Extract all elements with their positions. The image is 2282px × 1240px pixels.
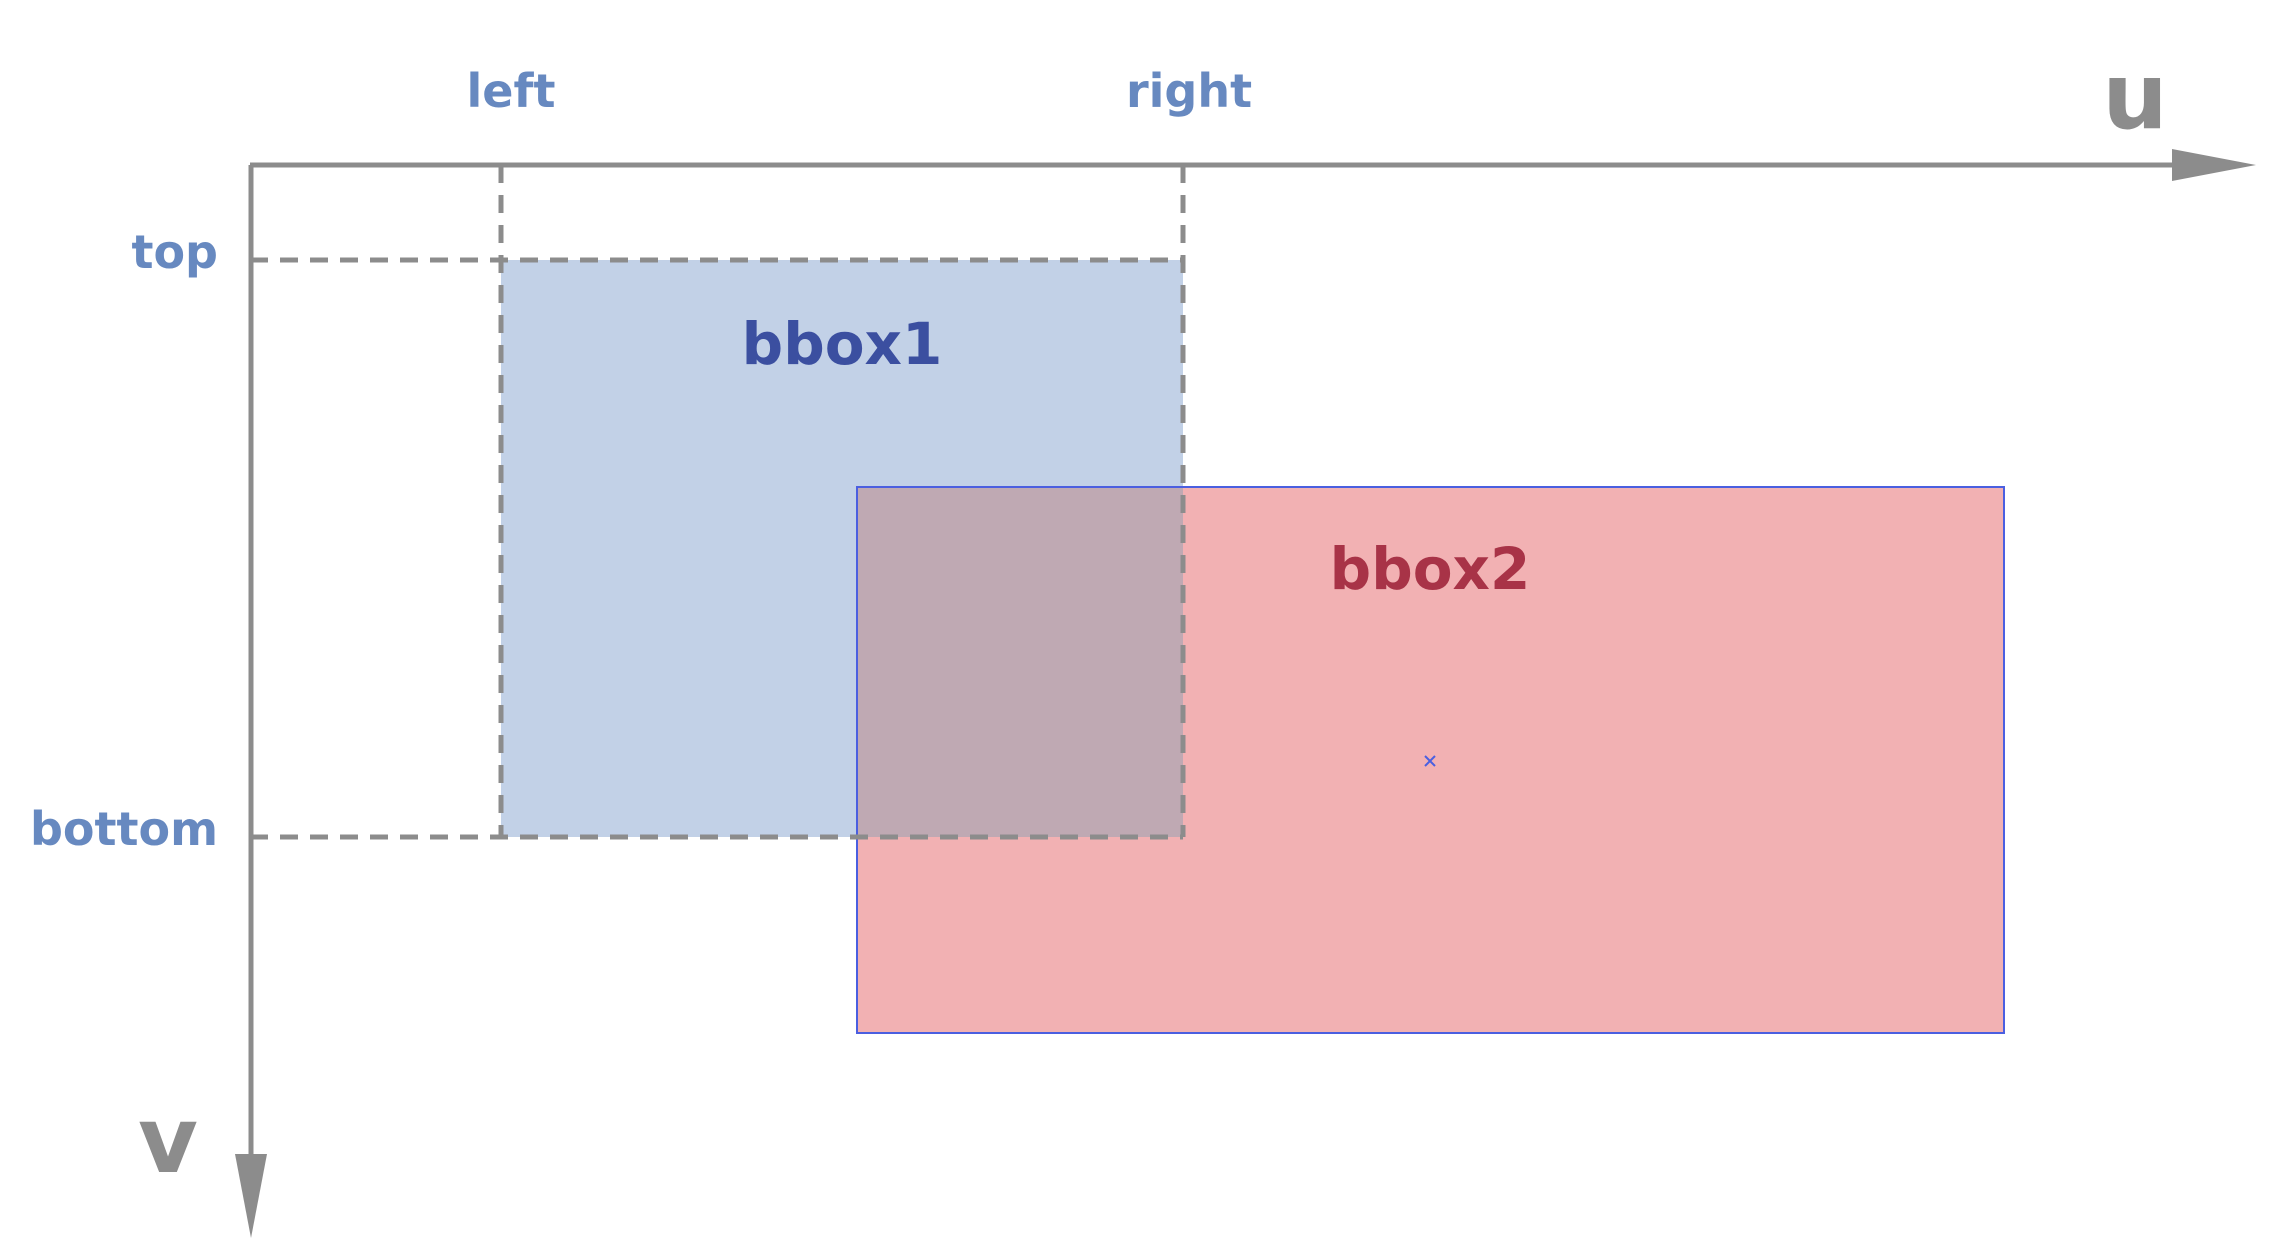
u-axis-arrow-icon <box>2172 149 2256 181</box>
right-label: right <box>1126 64 1252 118</box>
left-label: left <box>467 64 556 118</box>
bottom-label: bottom <box>30 802 218 856</box>
bbox2-label: bbox2 <box>1330 535 1531 603</box>
v-axis-label: v <box>138 1087 198 1194</box>
bbox2-center-icon <box>1424 755 1436 767</box>
u-axis-label: u <box>2102 43 2168 150</box>
bbox1-label: bbox1 <box>742 310 943 378</box>
top-label: top <box>131 225 218 279</box>
v-axis-arrow-icon <box>235 1154 267 1238</box>
overlap-region <box>858 488 1183 837</box>
